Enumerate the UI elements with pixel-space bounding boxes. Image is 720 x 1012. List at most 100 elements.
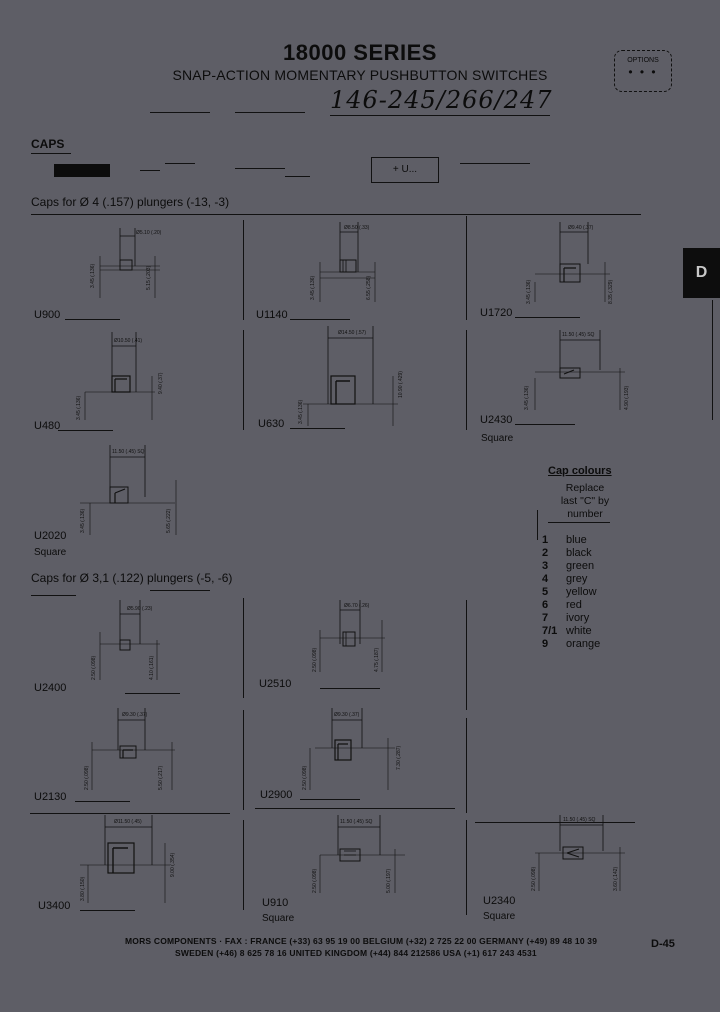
- shape-label-u2020: Square: [34, 547, 67, 558]
- u1140-drawing: Ø8.50 (.33) 3.45 (.136) 6.55 (.258): [310, 222, 376, 302]
- colour-name: black: [566, 547, 592, 559]
- u1140-dim-w: Ø8.50 (.33): [344, 225, 370, 231]
- part-label-u480: U480: [34, 420, 61, 432]
- page-title: 18000 SERIES: [283, 40, 437, 65]
- legend-note: Replace last "C" by number: [540, 482, 630, 521]
- u2400-dim-h1: 2.50 (.098): [91, 655, 97, 680]
- u2340-dim-h1: 2.50 (.098): [531, 866, 537, 891]
- options-box: OPTIONS • • •: [614, 50, 672, 92]
- grid-divider: [243, 820, 244, 910]
- colour-name: white: [566, 625, 592, 637]
- grid-divider: [243, 710, 244, 810]
- shape-label-u910: Square: [262, 913, 295, 924]
- rule: [150, 590, 210, 591]
- rule: [80, 910, 135, 911]
- grid-divider: [466, 600, 467, 710]
- section-heading-plungers-3-1: Caps for Ø 3,1 (.122) plungers (-5, -6): [31, 571, 233, 585]
- rule: [31, 595, 76, 596]
- u1720-dim-h2: 8.35 (.329): [608, 279, 614, 304]
- u2020-dim-h2: 5.65 (.222): [166, 508, 172, 533]
- colour-name: orange: [566, 638, 601, 650]
- u910-drawing: 11.50 (.45) SQ 2.50 (.098) 5.00 (.197): [312, 815, 405, 893]
- u1720-dim-h1: 3.45 (.136): [526, 279, 532, 304]
- legend-row: 2 black: [542, 547, 592, 559]
- options-dots-icon: • • •: [628, 65, 658, 79]
- u2400-dim-w: Ø5.90 (.23): [127, 606, 153, 612]
- u2340-dim-h2: 3.60 (.142): [613, 866, 619, 891]
- rule: [31, 153, 71, 154]
- colour-number: 4: [542, 573, 549, 585]
- legend-row: 7/1 white: [542, 625, 592, 637]
- cap-option-button[interactable]: + U...: [371, 157, 439, 183]
- colour-name: grey: [566, 573, 588, 585]
- rule: [300, 799, 360, 800]
- u2510-dim-h1: 2.50 (.098): [312, 647, 318, 672]
- colour-number: 9: [542, 638, 549, 650]
- u630-drawing: Ø14.50 (.57) 3.45 (.136) 10.90 (.429): [298, 326, 404, 426]
- u2900-dim-h2: 7.30 (.287): [396, 745, 402, 770]
- u1140-dim-h1: 3.45 (.136): [310, 275, 316, 300]
- colour-name: blue: [566, 534, 587, 546]
- u2400-dim-h2: 4.10 (.161): [149, 655, 155, 680]
- legend-row: 4 grey: [542, 573, 587, 585]
- caps-heading: CAPS: [31, 137, 65, 151]
- u900-dim-h1: 3.45 (.136): [90, 263, 96, 288]
- black-bar: [54, 164, 110, 177]
- u2900-dim-h1: 2.50 (.098): [302, 765, 308, 790]
- rule: [290, 428, 345, 429]
- part-label-u1140: U1140: [256, 309, 288, 321]
- colour-number: 6: [542, 599, 549, 611]
- rule: [30, 813, 230, 814]
- u900-drawing: Ø5.10 (.20) 3.45 (.136) 5.15 (.203): [90, 228, 162, 298]
- rule: [140, 170, 160, 171]
- u480-dim-h1: 3.45 (.136): [76, 395, 82, 420]
- rule: [460, 163, 530, 164]
- rule: [537, 510, 538, 540]
- page-edge: [712, 300, 713, 420]
- u2340-drawing: 11.50 (.45) SQ 2.50 (.098) 3.60 (.142): [531, 815, 625, 891]
- section-divider: [31, 214, 641, 215]
- footer-contacts-line1: MORS COMPONENTS · FAX : FRANCE (+33) 63 …: [125, 936, 598, 946]
- u2510-drawing: Ø6.70 (.26) 2.50 (.098) 4.75 (.187): [312, 600, 385, 672]
- rule: [165, 163, 195, 164]
- part-label-u2510: U2510: [259, 678, 292, 690]
- u480-dim-w: Ø10.50 (.41): [114, 338, 142, 344]
- u2130-dim-h2: 5.50 (.217): [158, 765, 164, 790]
- u2510-dim-h2: 4.75 (.187): [374, 647, 380, 672]
- u2130-drawing: Ø9.30 (.37) 2.50 (.098) 5.50 (.217): [84, 708, 175, 790]
- part-label-u2340: U2340: [483, 895, 516, 907]
- handwritten-underline: [330, 115, 550, 116]
- section-tab-d[interactable]: D: [683, 248, 720, 298]
- colour-number: 7/1: [542, 625, 558, 637]
- rule: [125, 693, 180, 694]
- u1140-dim-h2: 6.55 (.258): [366, 275, 372, 300]
- grid-divider: [243, 598, 244, 698]
- u630-dim-w: Ø14.50 (.57): [338, 330, 366, 336]
- colour-name: ivory: [566, 612, 590, 624]
- grid-divider: [466, 216, 467, 320]
- part-label-u910: U910: [262, 897, 289, 909]
- colour-number: 3: [542, 560, 549, 572]
- rule: [548, 522, 610, 523]
- rule: [285, 176, 310, 177]
- u3400-dim-h1: 3.80 (.150): [80, 876, 86, 901]
- part-label-u2430: U2430: [480, 414, 513, 426]
- rule: [255, 808, 455, 809]
- u2340-dim-w: 11.50 (.45) SQ: [563, 817, 596, 823]
- rule: [515, 424, 575, 425]
- u910-dim-h1: 2.50 (.098): [312, 868, 318, 893]
- rule: [75, 801, 130, 802]
- rule: [235, 112, 305, 113]
- u1720-drawing: Ø9.40 (.37) 3.45 (.136) 8.35 (.329): [526, 222, 614, 304]
- colour-number: 5: [542, 586, 549, 598]
- page-subtitle: SNAP-ACTION MOMENTARY PUSHBUTTON SWITCHE…: [172, 67, 548, 83]
- u2430-drawing: 11.50 (.45) SQ 3.45 (.136) 4.90 (.193): [524, 330, 630, 410]
- u2020-dim-h1: 3.45 (.136): [80, 508, 86, 533]
- rule: [515, 317, 580, 318]
- colour-number: 1: [542, 534, 549, 546]
- u900-dim-h2: 5.15 (.203): [146, 265, 152, 290]
- legend-title: Cap colours: [548, 465, 612, 477]
- u2400-drawing: Ø5.90 (.23) 2.50 (.098) 4.10 (.161): [91, 600, 160, 680]
- colour-number: 2: [542, 547, 549, 559]
